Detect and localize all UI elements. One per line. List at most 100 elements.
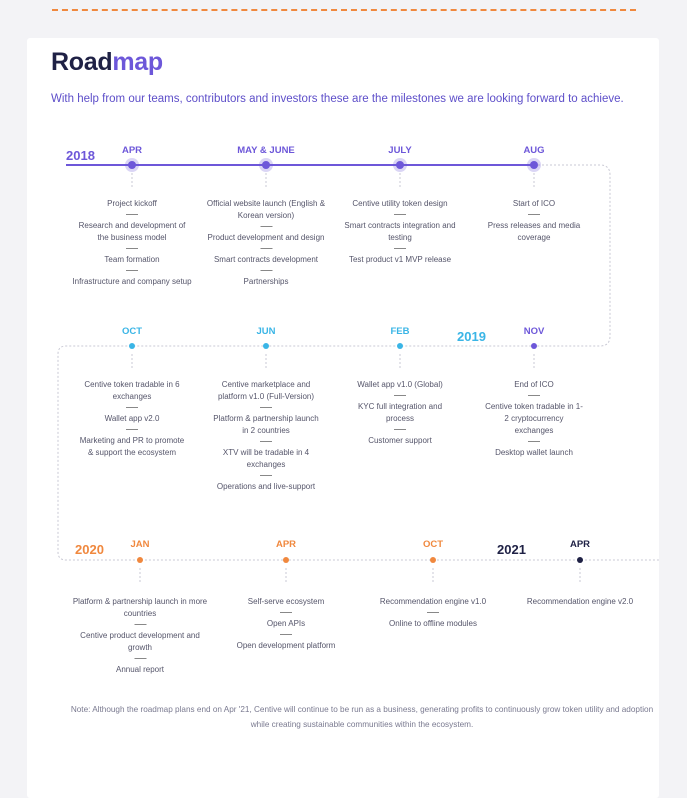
milestone-dot bbox=[530, 161, 538, 169]
item-separator bbox=[528, 395, 540, 396]
milestone-item: Research and development of the business… bbox=[78, 221, 186, 242]
milestone-items: Centive marketplace and platform v1.0 (F… bbox=[211, 379, 321, 493]
milestone-item: Smart contracts development bbox=[213, 255, 319, 264]
milestone-item: Wallet app v1.0 (Global) bbox=[357, 380, 443, 389]
milestone-item: Self-serve ecosystem bbox=[247, 597, 325, 606]
item-separator bbox=[280, 634, 292, 635]
milestone-item: Official website launch (English & Korea… bbox=[206, 199, 326, 220]
page-subtitle: With help from our teams, contributors a… bbox=[51, 93, 624, 105]
year-label-2018: 2018 bbox=[66, 148, 95, 163]
milestone-items: End of ICO Centive token tradable in 1-2 … bbox=[484, 379, 584, 459]
milestone-item: Project kickoff bbox=[107, 199, 157, 208]
milestone-item: Centive product development and growth bbox=[80, 631, 200, 652]
milestone-item: Test product v1 MVP release bbox=[348, 255, 452, 264]
item-separator bbox=[528, 214, 540, 215]
milestone-item: Centive utility token design bbox=[352, 199, 448, 208]
item-separator bbox=[260, 441, 272, 442]
item-separator bbox=[260, 270, 272, 271]
milestone-item: Desktop wallet launch bbox=[495, 448, 573, 457]
milestone-month: OCT bbox=[422, 539, 444, 550]
milestone-item: Recommendation engine v1.0 bbox=[379, 597, 487, 606]
item-separator bbox=[126, 248, 138, 249]
milestone-dot bbox=[397, 343, 403, 349]
milestone-month: MAY & JUNE bbox=[237, 145, 295, 156]
milestone-month: APR bbox=[121, 145, 143, 156]
milestone-month: FEB bbox=[390, 326, 410, 337]
item-separator bbox=[126, 214, 138, 215]
milestone-month: JULY bbox=[388, 145, 412, 156]
milestone-item: Infrastructure and company setup bbox=[72, 277, 192, 286]
milestone-month: APR bbox=[275, 539, 297, 550]
milestone-item: Centive token tradable in 1-2 cryptocurr… bbox=[485, 402, 583, 435]
milestone-items: Platform & partnership launch in more co… bbox=[73, 596, 208, 676]
milestone-month: APR bbox=[569, 539, 591, 550]
milestone-item: Smart contracts integration and testing bbox=[344, 221, 456, 242]
item-separator bbox=[394, 248, 406, 249]
item-separator bbox=[528, 441, 540, 442]
milestone-month: JUN bbox=[256, 326, 276, 337]
milestone-dot bbox=[283, 557, 289, 563]
milestone-dot bbox=[128, 161, 136, 169]
milestone-items: Official website launch (English & Korea… bbox=[204, 198, 329, 288]
milestone-item: Open development platform bbox=[236, 641, 336, 650]
item-separator bbox=[134, 624, 146, 625]
page-title: Roadmap bbox=[51, 48, 163, 77]
item-separator bbox=[260, 475, 272, 476]
milestone-item: Operations and live-support bbox=[216, 482, 316, 491]
milestone-dot bbox=[262, 161, 270, 169]
footnote: Note: Although the roadmap plans end on … bbox=[70, 705, 654, 729]
milestone-items: Recommendation engine v2.0 bbox=[515, 596, 645, 608]
item-separator bbox=[394, 214, 406, 215]
item-separator bbox=[134, 658, 146, 659]
milestone-item: Customer support bbox=[368, 436, 432, 445]
milestone-item: Product development and design bbox=[207, 233, 325, 242]
milestone-item: Open APIs bbox=[266, 619, 306, 628]
year-label-2021: 2021 bbox=[497, 542, 526, 557]
item-separator bbox=[280, 612, 292, 613]
milestone-month: OCT bbox=[121, 326, 143, 337]
title-main: Road bbox=[51, 48, 113, 76]
milestone-item: XTV will be tradable in 4 exchanges bbox=[222, 448, 310, 469]
item-separator bbox=[427, 612, 439, 613]
milestone-dot bbox=[137, 557, 143, 563]
item-separator bbox=[126, 270, 138, 271]
item-separator bbox=[260, 248, 272, 249]
milestone-items: Wallet app v1.0 (Global) KYC full integra… bbox=[350, 379, 450, 447]
item-separator bbox=[260, 226, 272, 227]
timeline-lines bbox=[57, 158, 660, 584]
year-label-2019: 2019 bbox=[457, 329, 486, 344]
milestone-item: Online to offline modules bbox=[389, 619, 477, 628]
milestone-item: Press releases and media coverage bbox=[487, 221, 581, 242]
milestone-dot bbox=[430, 557, 436, 563]
milestone-item: KYC full integration and process bbox=[357, 402, 443, 423]
item-separator bbox=[394, 395, 406, 396]
milestone-month: JAN bbox=[130, 539, 150, 550]
milestone-month: AUG bbox=[523, 145, 545, 156]
milestone-items: Start of ICO Press releases and media cov… bbox=[484, 198, 584, 244]
milestone-item: Recommendation engine v2.0 bbox=[526, 597, 634, 606]
milestone-item: Platform & partnership launch in more co… bbox=[72, 597, 208, 618]
milestone-item: Marketing and PR to promote & support th… bbox=[79, 436, 185, 457]
milestone-item: End of ICO bbox=[514, 380, 554, 389]
item-separator bbox=[126, 429, 138, 430]
item-separator bbox=[126, 407, 138, 408]
milestone-dot bbox=[129, 343, 135, 349]
item-separator bbox=[394, 429, 406, 430]
year-label-2020: 2020 bbox=[75, 542, 104, 557]
top-dashed-divider bbox=[52, 9, 636, 11]
milestone-item: Centive token tradable in 6 exchanges bbox=[84, 380, 180, 401]
milestone-item: Start of ICO bbox=[512, 199, 556, 208]
milestone-dot bbox=[396, 161, 404, 169]
milestone-item: Wallet app v2.0 bbox=[104, 414, 160, 423]
milestone-dot bbox=[577, 557, 583, 563]
title-accent: map bbox=[112, 48, 163, 76]
milestone-dot bbox=[531, 343, 537, 349]
timeline-connector bbox=[57, 164, 660, 561]
milestone-item: Partnerships bbox=[243, 277, 289, 286]
milestone-dot bbox=[263, 343, 269, 349]
